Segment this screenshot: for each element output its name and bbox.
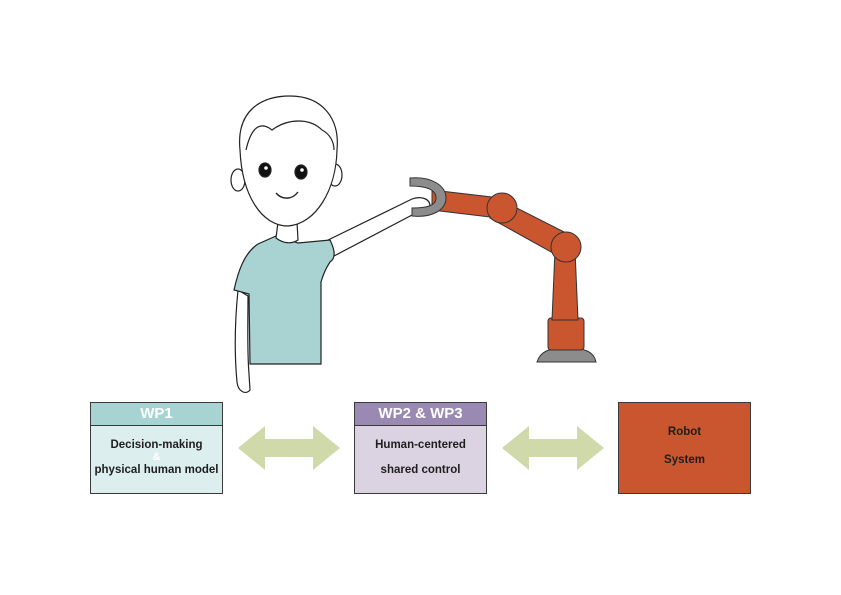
wp1-line-2: physical human model (94, 464, 219, 476)
robot-system-line-2: System (664, 454, 705, 466)
human-mouth (275, 191, 299, 199)
robot-system-box: Robot System (618, 402, 751, 494)
wp1-title: WP1 (91, 403, 222, 426)
wp23-title: WP2 & WP3 (355, 403, 486, 426)
robot-arm (409, 177, 597, 363)
wp1-box: WP1 Decision-making & physical human mod… (90, 402, 223, 494)
double-arrow-right (502, 426, 604, 470)
robot-shoulder-joint (486, 192, 518, 224)
wp23-line-2: shared control (380, 464, 461, 476)
wp23-box: WP2 & WP3 Human-centered shared control (354, 402, 487, 494)
human-head (239, 95, 338, 227)
wp1-line-1: Decision-making (110, 439, 203, 451)
robot-elbow-joint (550, 231, 582, 263)
wp1-ampersand: & (152, 451, 161, 463)
human-right-arm (323, 197, 431, 257)
human-eye-left (258, 162, 272, 178)
robot-lower-column (547, 317, 585, 351)
human-eye-right (294, 164, 308, 180)
robot-gripper (409, 177, 447, 217)
human-hairline (245, 120, 335, 151)
human-shirt (233, 235, 335, 365)
double-arrow-left (238, 426, 340, 470)
wp23-line-1: Human-centered (375, 439, 466, 451)
human-neck (275, 221, 299, 244)
human-left-arm (234, 288, 251, 393)
robot-system-line-1: Robot (667, 426, 702, 438)
human-figure (230, 95, 431, 393)
